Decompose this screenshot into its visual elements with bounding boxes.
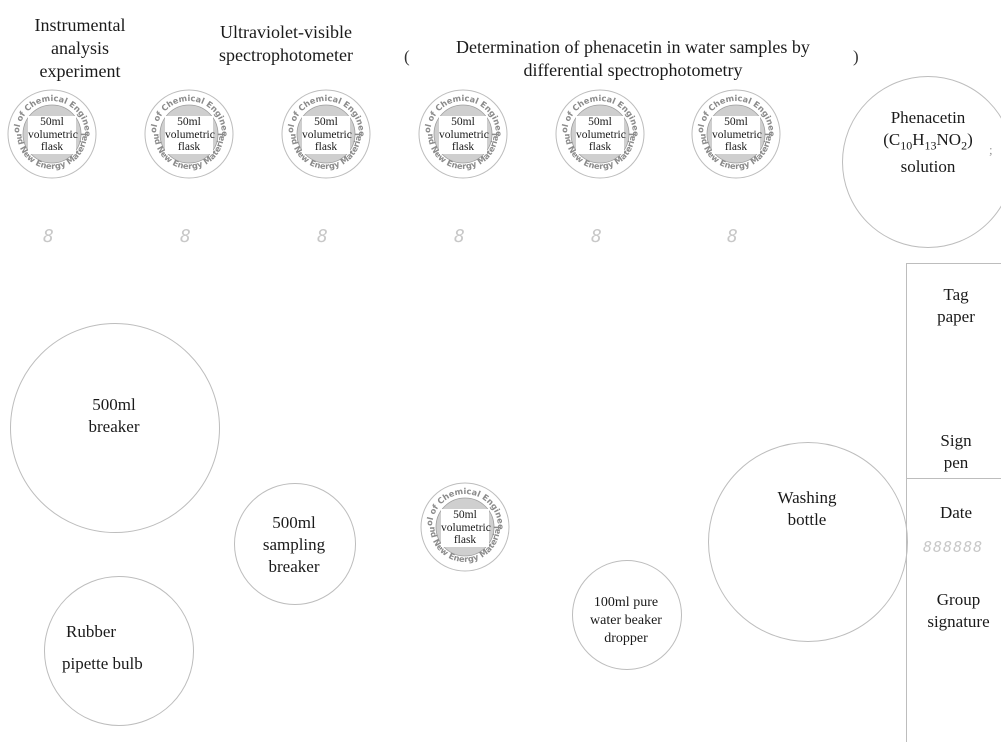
volumetric-flask-4[interactable]: School of Chemical Engineeringand New En…: [418, 89, 508, 179]
flask-counter-6: 8: [727, 226, 738, 247]
phenacetin-formula: (C10H13NO2): [883, 130, 973, 153]
date-label: Date: [939, 503, 973, 522]
panel-mid-divider: [906, 478, 1001, 479]
panel-top-divider: [906, 263, 1001, 264]
rubber-bulb-circle[interactable]: [44, 576, 194, 726]
volumetric-flask-3[interactable]: School of Chemical Engineeringand New En…: [281, 89, 371, 179]
experiment-open-paren: (: [404, 47, 410, 66]
center-volumetric-flask[interactable]: School of Chemical Engineeringand New En…: [420, 482, 510, 572]
volumetric-flask-1[interactable]: School of Chemical Engineeringand New En…: [7, 89, 97, 179]
experiment-close-paren: ): [853, 47, 859, 66]
sampling-breaker-circle[interactable]: [234, 483, 356, 605]
volumetric-flask-5[interactable]: School of Chemical Engineeringand New En…: [555, 89, 645, 179]
flask-counter-1: 8: [43, 226, 54, 247]
side-mark: ;: [989, 142, 993, 157]
volumetric-flask-6[interactable]: School of Chemical Engineeringand New En…: [691, 89, 781, 179]
phenacetin-label: Phenacetin (C10H13NO2) solution: [858, 107, 998, 178]
flask-counter-3: 8: [317, 226, 328, 247]
volumetric-flask-2[interactable]: School of Chemical Engineeringand New En…: [144, 89, 234, 179]
experiment-title: Determination of phenacetin in water sam…: [456, 37, 810, 80]
flask-counter-2: 8: [180, 226, 191, 247]
water-beaker-circle[interactable]: [572, 560, 682, 670]
side-panel: [906, 263, 1001, 742]
washing-bottle-circle[interactable]: [708, 442, 908, 642]
phenacetin-solution-circle[interactable]: [842, 76, 1001, 248]
breaker-500-circle[interactable]: [10, 323, 220, 533]
flask-counter-4: 8: [454, 226, 465, 247]
date-digits[interactable]: 888888: [923, 538, 984, 556]
flask-counter-5: 8: [591, 226, 602, 247]
